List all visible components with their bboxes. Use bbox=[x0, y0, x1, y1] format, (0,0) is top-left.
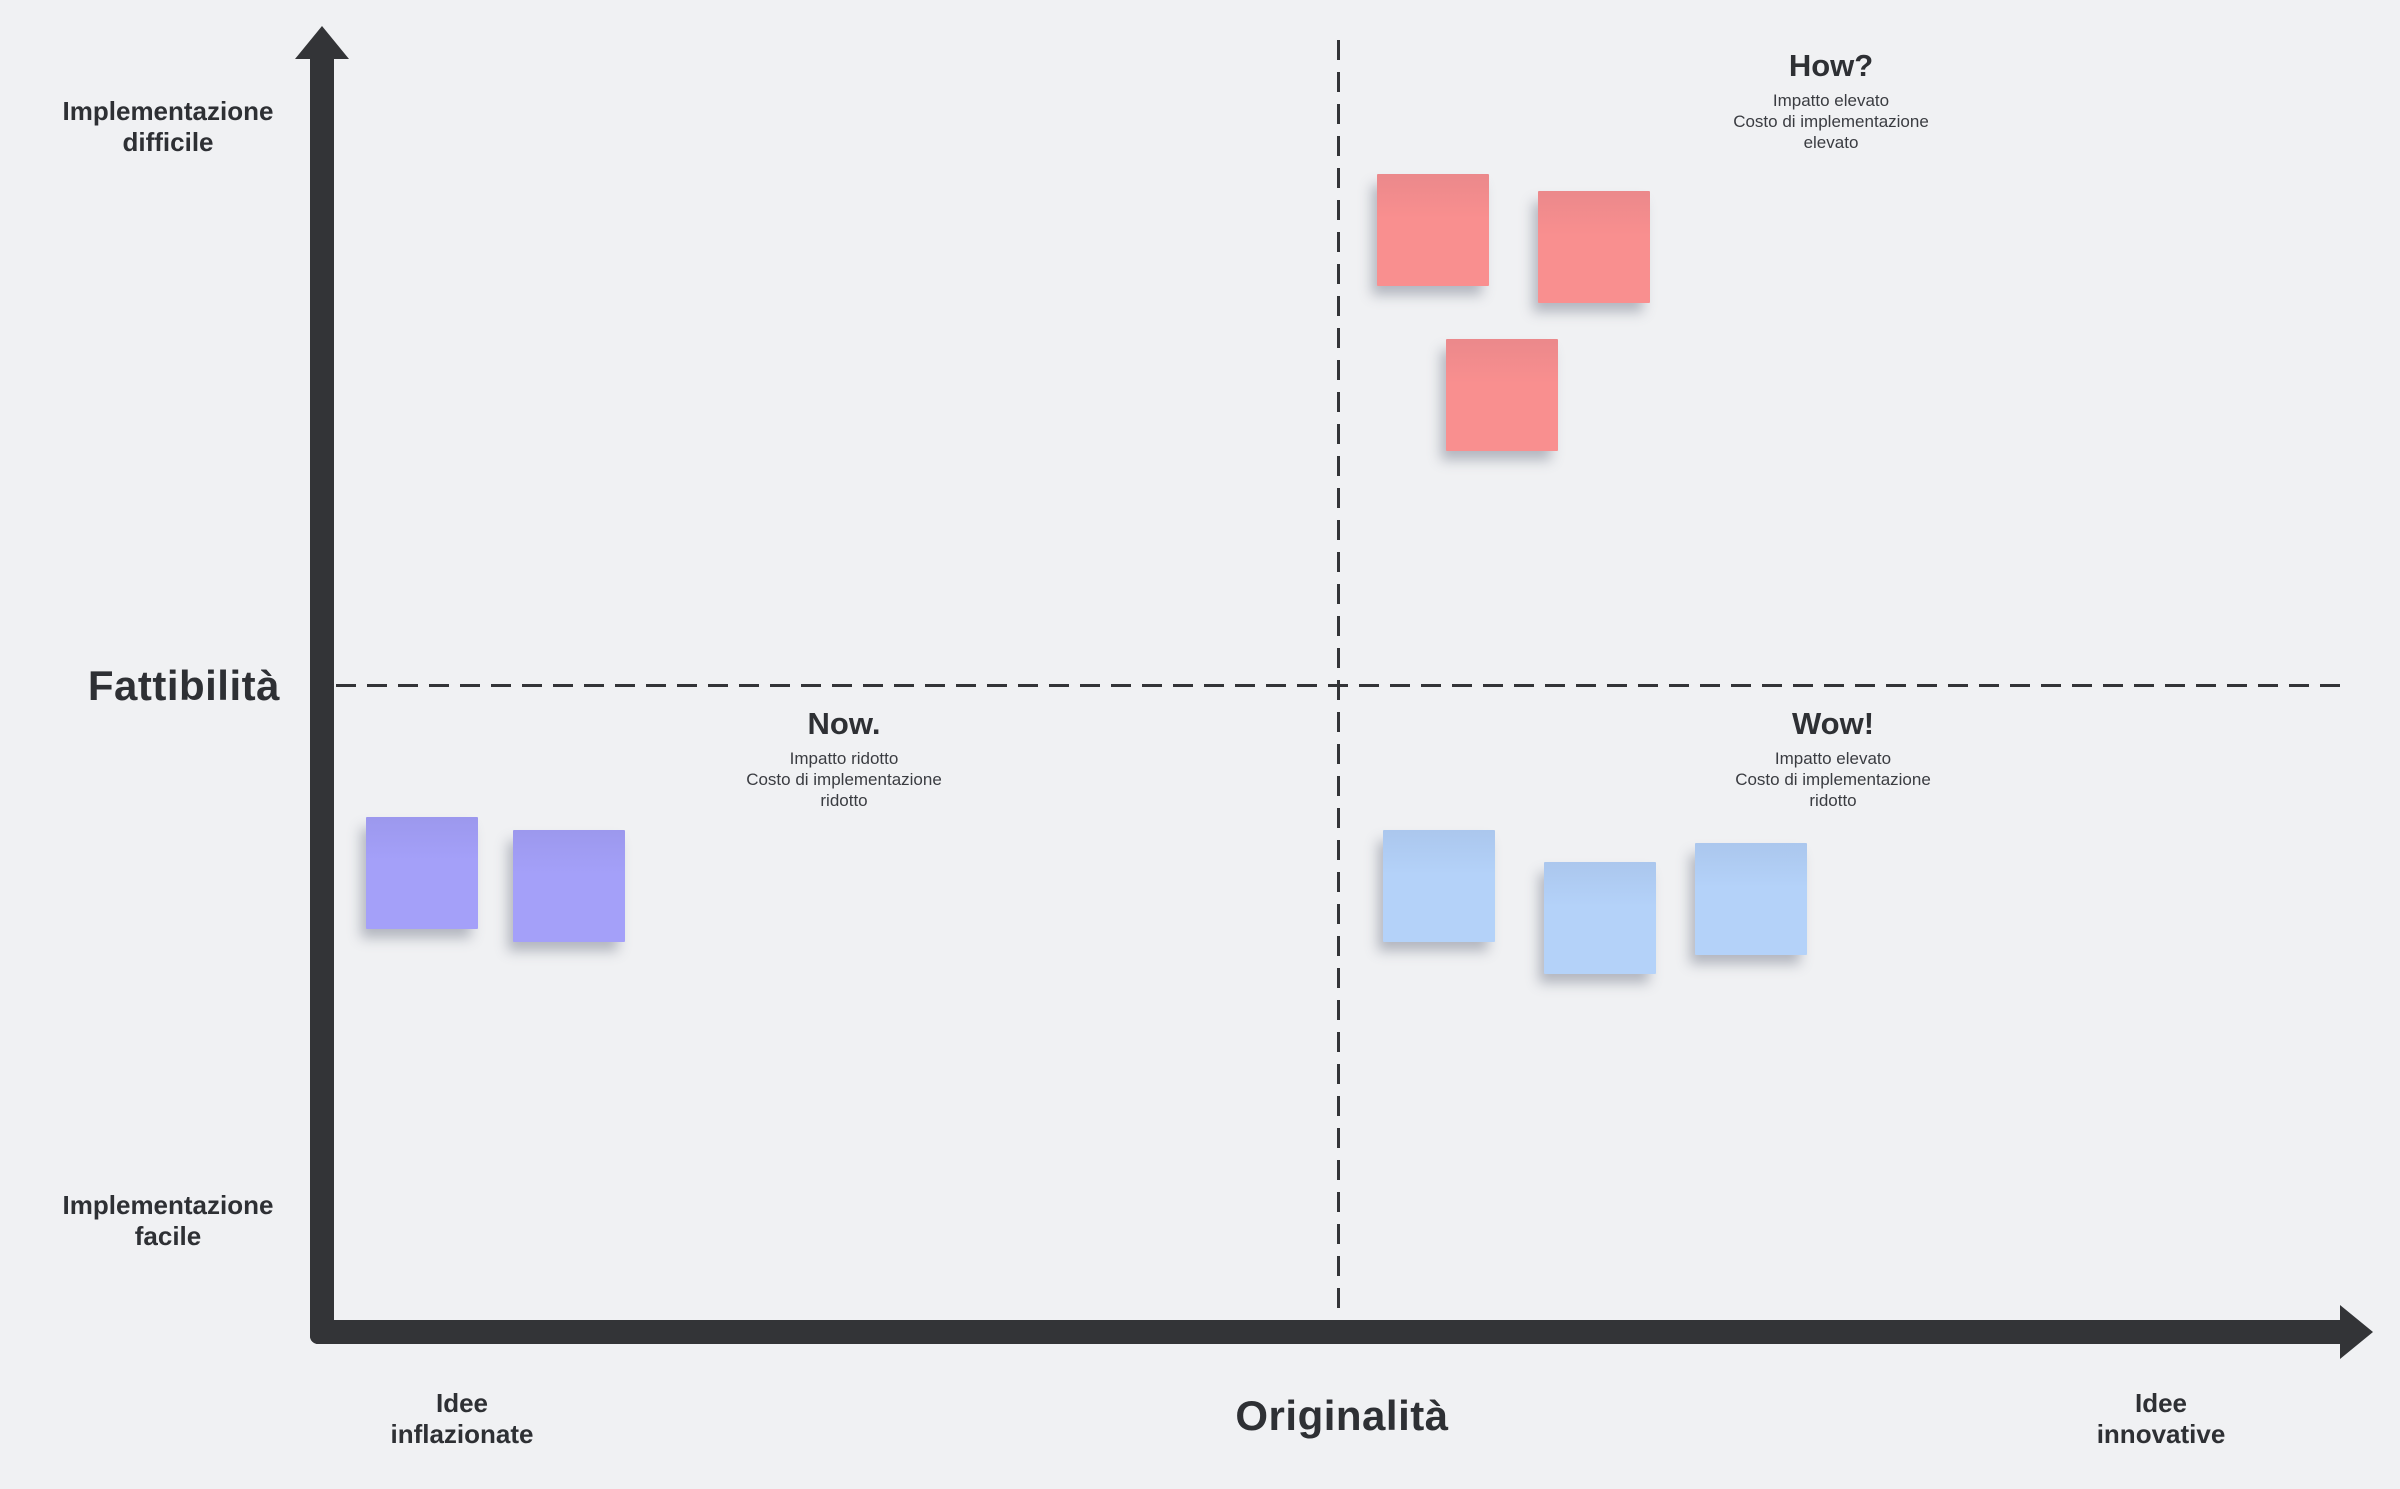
horizontal-dashed-divider bbox=[336, 684, 2343, 687]
sticky-note-red[interactable] bbox=[1446, 339, 1558, 451]
x-axis-title: Originalità bbox=[1235, 1392, 1449, 1439]
sticky-note-blue[interactable] bbox=[1544, 862, 1656, 974]
quadrant-caption-now: Now. Impatto ridotto Costo di implementa… bbox=[584, 706, 1104, 811]
quadrant-title-how: How? bbox=[1788, 48, 1874, 83]
quadrant-caption-wow: Wow! Impatto elevato Costo di implementa… bbox=[1573, 706, 2093, 811]
sticky-note-red[interactable] bbox=[1538, 191, 1650, 303]
quadrant-title-wow: Wow! bbox=[1791, 706, 1875, 741]
quadrant-title-now: Now. bbox=[807, 706, 881, 741]
y-axis-line bbox=[310, 48, 334, 1344]
y-axis-high-end-label: Implementazione difficile bbox=[62, 96, 274, 157]
x-axis-line bbox=[310, 1320, 2344, 1344]
quadrant-description-now: Impatto ridotto Costo di implementazione… bbox=[746, 749, 942, 810]
y-axis-low-end-label: Implementazione facile bbox=[62, 1190, 274, 1251]
vertical-dashed-divider bbox=[1337, 40, 1340, 1320]
sticky-note-blue[interactable] bbox=[1383, 830, 1495, 942]
sticky-note-purple[interactable] bbox=[513, 830, 625, 942]
sticky-note-purple[interactable] bbox=[366, 817, 478, 929]
sticky-note-blue[interactable] bbox=[1695, 843, 1807, 955]
y-axis-arrowhead-icon bbox=[295, 26, 349, 59]
sticky-note-red[interactable] bbox=[1377, 174, 1489, 286]
quadrant-description-how: Impatto elevato Costo di implementazione… bbox=[1733, 91, 1929, 152]
quadrant-description-wow: Impatto elevato Costo di implementazione… bbox=[1735, 749, 1931, 810]
y-axis-title: Fattibilità bbox=[87, 662, 280, 709]
x-axis-low-end-label: Idee inflazionate bbox=[390, 1388, 534, 1449]
x-axis-arrowhead-icon bbox=[2340, 1305, 2373, 1359]
quadrant-caption-how: How? Impatto elevato Costo di implementa… bbox=[1571, 48, 2091, 153]
x-axis-high-end-label: Idee innovative bbox=[2096, 1388, 2226, 1449]
